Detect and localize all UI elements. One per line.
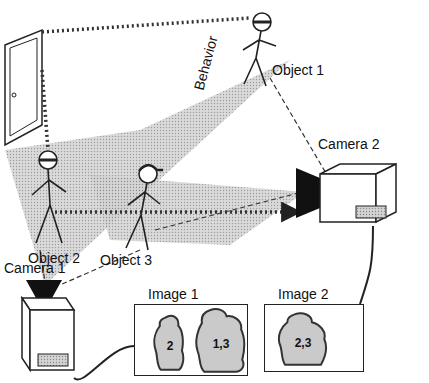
silhouette-blob: 2 bbox=[147, 313, 193, 371]
object-label: Object 3 bbox=[100, 252, 152, 268]
camera-cable bbox=[74, 346, 134, 380]
object-id-number: 1,3 bbox=[193, 337, 249, 351]
behavior-line bbox=[42, 18, 250, 32]
image-label: Image 1 bbox=[134, 286, 248, 302]
image-frame: 21,3 bbox=[134, 304, 248, 376]
object-id-number: 2,3 bbox=[275, 336, 331, 350]
door-panel bbox=[10, 38, 37, 136]
behavior-line bbox=[42, 70, 48, 150]
image-panel: Image 2 2,3 bbox=[264, 286, 364, 372]
camera-node: Camera 1 bbox=[4, 260, 88, 380]
camera-symbol bbox=[4, 280, 88, 380]
silhouette-blob: 2,3 bbox=[275, 311, 331, 367]
image-frame: 2,3 bbox=[264, 304, 364, 372]
behavior-label: Behavior bbox=[191, 34, 221, 92]
sight-line bbox=[155, 190, 310, 230]
image-panel: Image 1 21,3 bbox=[134, 286, 248, 376]
motion-arrow bbox=[55, 210, 300, 214]
view-cone bbox=[90, 175, 305, 245]
door bbox=[5, 30, 42, 145]
person-figure bbox=[243, 13, 276, 86]
view-cone bbox=[5, 60, 290, 285]
person-figure bbox=[126, 165, 163, 250]
object-label: Object 1 bbox=[272, 62, 324, 78]
object-id-number: 2 bbox=[147, 339, 193, 353]
image-label: Image 2 bbox=[264, 286, 364, 302]
person-figure bbox=[32, 151, 66, 243]
camera-symbol bbox=[296, 156, 406, 226]
camera-cable bbox=[360, 226, 373, 304]
camera-label: Camera 2 bbox=[296, 136, 406, 152]
camera-label: Camera 1 bbox=[4, 260, 88, 276]
sight-line bbox=[270, 78, 330, 180]
silhouette-blob: 1,3 bbox=[193, 307, 249, 373]
camera-node: Camera 2 bbox=[296, 136, 406, 226]
